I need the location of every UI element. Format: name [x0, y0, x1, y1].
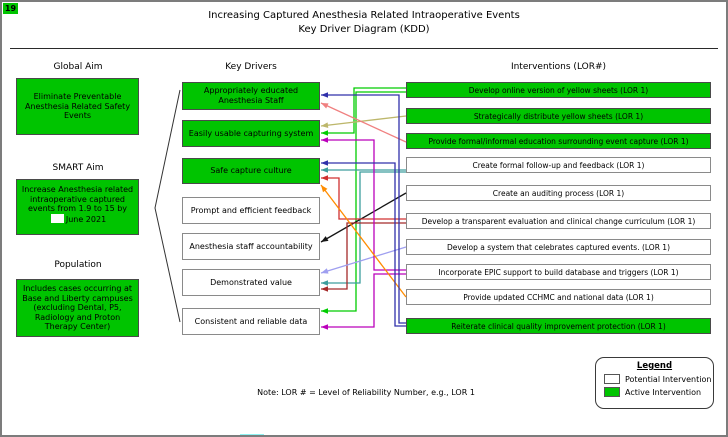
- intervention-box-i5: Create an auditing process (LOR 1): [406, 185, 711, 201]
- intervention-box-i6: Develop a transparent evaluation and cli…: [406, 213, 711, 229]
- arrow-i9-to-kd3: [320, 184, 407, 298]
- arrow-i8-to-kd7: [321, 273, 406, 328]
- arrow-i7-to-kd6: [320, 246, 407, 274]
- population-box: Includes cases occurring at Base and Lib…: [16, 279, 139, 337]
- key-drivers-header: Key Drivers: [225, 62, 277, 72]
- key-driver-box-kd2: Easily usable capturing system: [182, 120, 320, 147]
- arrow-i10-to-kd1: [321, 94, 406, 324]
- arrow-i4-to-kd6: [321, 171, 406, 284]
- legend-swatch-green: [604, 387, 620, 397]
- arrow-i10-to-kd3: [321, 162, 406, 327]
- aim-to-drivers-brace: [154, 89, 181, 323]
- intervention-box-i10: Reiterate clinical quality improvement p…: [406, 318, 711, 334]
- smart-aim-header: SMART Aim: [52, 163, 104, 173]
- intervention-box-i4: Create formal follow-up and feedback (LO…: [406, 157, 711, 173]
- key-driver-box-kd7: Consistent and reliable data: [182, 308, 320, 335]
- global-aim-header: Global Aim: [53, 62, 103, 72]
- arrow-i1-to-kd7: [321, 91, 406, 312]
- key-driver-box-kd5: Anesthesia staff accountability: [182, 233, 320, 260]
- legend-label: Potential Intervention: [625, 374, 712, 384]
- key-driver-box-kd1: Appropriately educated Anesthesia Staff: [182, 82, 320, 110]
- intervention-box-i8: Incorporate EPIC support to build databa…: [406, 264, 711, 280]
- intervention-box-i9: Provide updated CCHMC and national data …: [406, 289, 711, 305]
- legend-entry: Active Intervention: [604, 387, 713, 397]
- legend-swatch-white: [604, 374, 620, 384]
- lor-note: Note: LOR # = Level of Reliability Numbe…: [257, 388, 475, 397]
- interventions-header: Interventions (LOR#): [510, 62, 607, 72]
- legend-label: Active Intervention: [625, 387, 702, 397]
- smart-aim-text: Increase Anesthesia related intraoperati…: [21, 185, 134, 214]
- arrow-i2-to-kd2: [320, 115, 407, 127]
- intervention-box-i3: Provide formal/informal education surrou…: [406, 133, 711, 149]
- legend-title: Legend: [636, 361, 673, 371]
- intervention-box-i1: Develop online version of yellow sheets …: [406, 82, 711, 98]
- arrow-i8-to-kd2: [321, 139, 406, 271]
- key-driver-box-kd3: Safe capture culture: [182, 158, 320, 184]
- arrow-i6-to-kd3: [321, 177, 406, 220]
- global-aim-box: Eliminate Preventable Anesthesia Related…: [16, 78, 139, 135]
- intervention-box-i2: Strategically distribute yellow sheets (…: [406, 108, 711, 124]
- smart-aim-box: Increase Anesthesia related intraoperati…: [16, 179, 139, 235]
- title-divider: [10, 48, 718, 49]
- arrow-i3-to-kd1: [320, 102, 407, 143]
- arrow-i1-to-kd2: [321, 87, 406, 134]
- smart-aim-text-after: June 2021: [65, 214, 107, 224]
- legend-entry: Potential Intervention: [604, 374, 713, 384]
- arrow-i5-to-kd5: [320, 192, 407, 243]
- cyan-underline-mark: [240, 434, 264, 435]
- redacted-blank: [50, 213, 64, 223]
- intervention-box-i7: Develop a system that celebrates capture…: [406, 239, 711, 255]
- slide-number-badge: 19: [3, 3, 18, 14]
- arrow-i6-to-kd6: [321, 222, 406, 290]
- key-driver-box-kd4: Prompt and efficient feedback: [182, 197, 320, 224]
- page-title-line1: Increasing Captured Anesthesia Related I…: [208, 10, 520, 21]
- page-title-line2: Key Driver Diagram (KDD): [298, 24, 430, 35]
- key-driver-box-kd6: Demonstrated value: [182, 269, 320, 296]
- population-header: Population: [54, 260, 102, 270]
